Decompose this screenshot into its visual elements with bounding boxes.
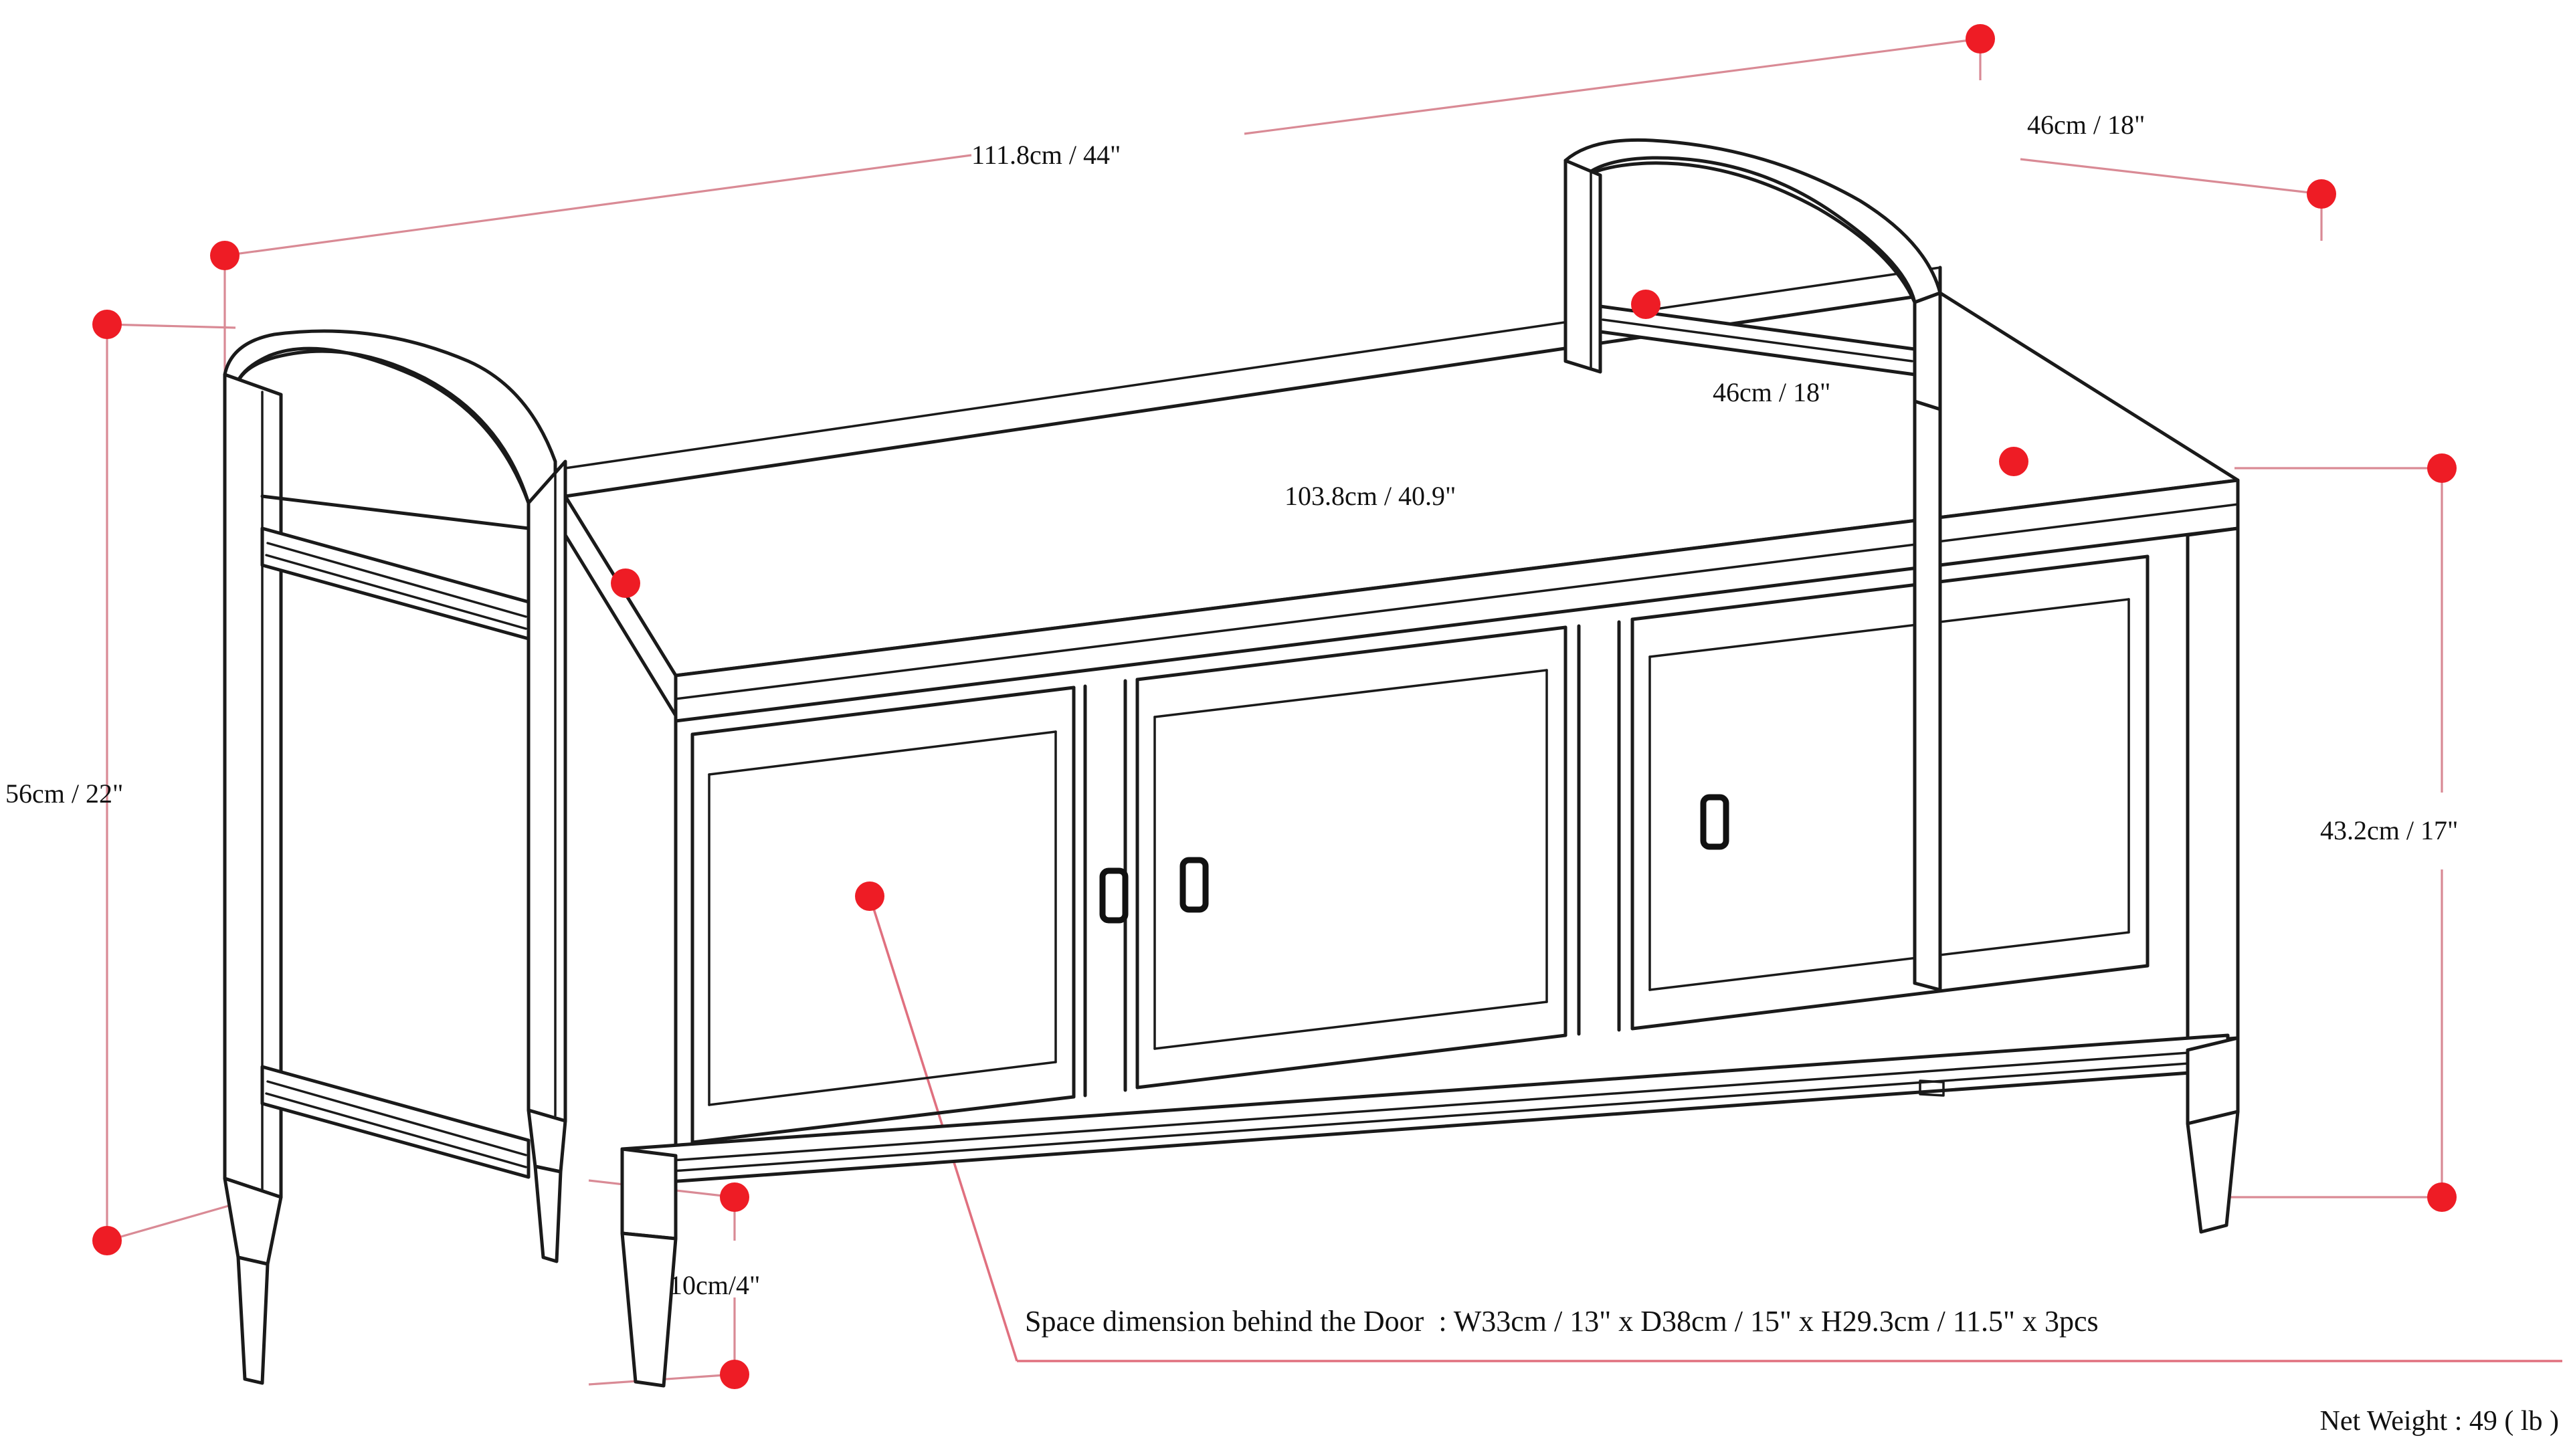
- right-arm-inner-edge: [1577, 156, 1917, 304]
- leg-cabinet-left-upper: [620, 1147, 678, 1241]
- dot-depth-top-right: [2307, 179, 2336, 209]
- door-1-top-rail: [690, 686, 1076, 736]
- notes-block: Space dimension behind the Door : W33cm …: [1025, 1305, 2559, 1437]
- cabinet-hardware-nub: [1919, 1079, 1945, 1097]
- door-2-panel-bottom: [1153, 1001, 1548, 1050]
- left-lower-rail: [260, 1065, 531, 1179]
- left-upper-rail-line2: [265, 554, 527, 630]
- dot-overall-height-bottom: [92, 1226, 122, 1255]
- right-arm-front-post: [1563, 159, 1602, 374]
- dot-overall-height-top: [92, 310, 122, 339]
- leader-depth-top-right: [2020, 158, 2322, 195]
- label-overall-width: 111.8cm / 44": [971, 140, 1121, 170]
- legs: [223, 399, 2240, 1388]
- dot-seat-height-top: [2427, 453, 2457, 483]
- left-arm: [223, 329, 567, 1199]
- bench-illustration: [223, 138, 2240, 1388]
- dot-leg-height-bottom: [720, 1360, 749, 1389]
- door-3-handle-icon: [1700, 794, 1729, 850]
- left-lower-rail-line2: [265, 1092, 527, 1168]
- leg-front-left-taper: [236, 1255, 270, 1385]
- front-base-rail: [620, 1033, 2230, 1187]
- label-seat-height: 43.2cm / 17": [2320, 815, 2458, 845]
- leg-rear-left-taper: [533, 1164, 563, 1263]
- door-3-top-rail: [1630, 554, 2150, 621]
- door-2-bottom-rail: [1135, 1033, 1567, 1089]
- dot-overall-width-right: [1966, 24, 1995, 54]
- left-shelf-edge: [260, 494, 531, 530]
- seat-front-edge-mid: [674, 503, 2239, 700]
- leg-front-right-upper: [2186, 1036, 2240, 1126]
- left-upper-rail: [260, 526, 531, 641]
- leg-cabinet-left-foot: [634, 1380, 665, 1387]
- dot-depth-seat-rear: [1631, 290, 1660, 319]
- dot-overall-width-left: [210, 241, 240, 270]
- dot-seat-width-left: [611, 568, 640, 598]
- right-arm-rail-line: [1602, 318, 1913, 362]
- right-arm-top-curve: [1563, 138, 1942, 304]
- label-overall-depth-top: 46cm / 18": [2027, 110, 2145, 140]
- front-base-rail-line2: [624, 1059, 2228, 1176]
- dot-seat-height-bottom: [2427, 1182, 2457, 1212]
- leg-rear-left-upper: [527, 1108, 567, 1174]
- door-1-panel-bottom: [708, 1061, 1057, 1106]
- door-3-bottom-rail: [1630, 964, 2150, 1031]
- door-2-top-rail: [1135, 625, 1567, 682]
- door-2-handle-icon: [1179, 857, 1209, 913]
- cabinet-right-end: [2186, 526, 2240, 1052]
- door-1-bottom-rail: [690, 1095, 1076, 1144]
- left-upper-rail-line1: [266, 542, 527, 618]
- leg-rear-right-post: [1913, 399, 1942, 992]
- note-space-behind-door: Space dimension behind the Door : W33cm …: [1025, 1305, 2099, 1338]
- front-base-rail-line1: [624, 1049, 2228, 1165]
- right-arm: [1563, 138, 1942, 411]
- leader-overall-width-right: [1244, 37, 1981, 135]
- left-lower-rail-line1: [266, 1080, 527, 1156]
- seat-slab: [563, 266, 2240, 723]
- leg-cabinet-left-taper: [620, 1231, 678, 1388]
- door-1-handle-icon: [1099, 867, 1129, 924]
- door-3-panel-top: [1648, 598, 2130, 658]
- seat-rear-upper: [564, 266, 1941, 470]
- label-seat-depth: 46cm / 18": [1713, 377, 1830, 407]
- base-rails: [620, 1033, 2230, 1187]
- label-overall-height: 56cm / 22": [5, 778, 123, 809]
- door-1-panel-top: [708, 730, 1057, 776]
- left-arm-inner-edge: [233, 349, 531, 505]
- dot-leg-height-top: [720, 1182, 749, 1212]
- leg-front-left-foot: [244, 1378, 264, 1384]
- leader-overall-height-top: [106, 323, 236, 329]
- leg-front-right-foot: [2200, 1224, 2228, 1233]
- leader-overall-width-left: [224, 154, 972, 257]
- cabinet-doors: [690, 554, 2150, 1144]
- dot-seat-width-right: [1999, 447, 2028, 476]
- dimension-labels: 111.8cm / 44" 46cm / 18" 46cm / 18" 103.…: [5, 110, 2458, 1300]
- leg-front-right-taper: [2186, 1110, 2240, 1234]
- label-leg-height: 10cm/4": [669, 1270, 760, 1300]
- door-3-panel-bottom: [1648, 931, 2130, 991]
- left-arm-rear-post: [527, 459, 567, 1123]
- leader-overall-height-bottom: [106, 1203, 236, 1242]
- note-net-weight: Net Weight : 49 ( lb ): [2320, 1406, 2559, 1437]
- dimension-dots: [92, 24, 2457, 1389]
- label-seat-width: 103.8cm / 40.9": [1284, 481, 1456, 511]
- left-side-rails: [260, 494, 531, 1179]
- dot-space-note-anchor: [855, 881, 884, 911]
- right-arm-rear-post: [1913, 291, 1942, 411]
- door-2-panel-top: [1153, 669, 1548, 718]
